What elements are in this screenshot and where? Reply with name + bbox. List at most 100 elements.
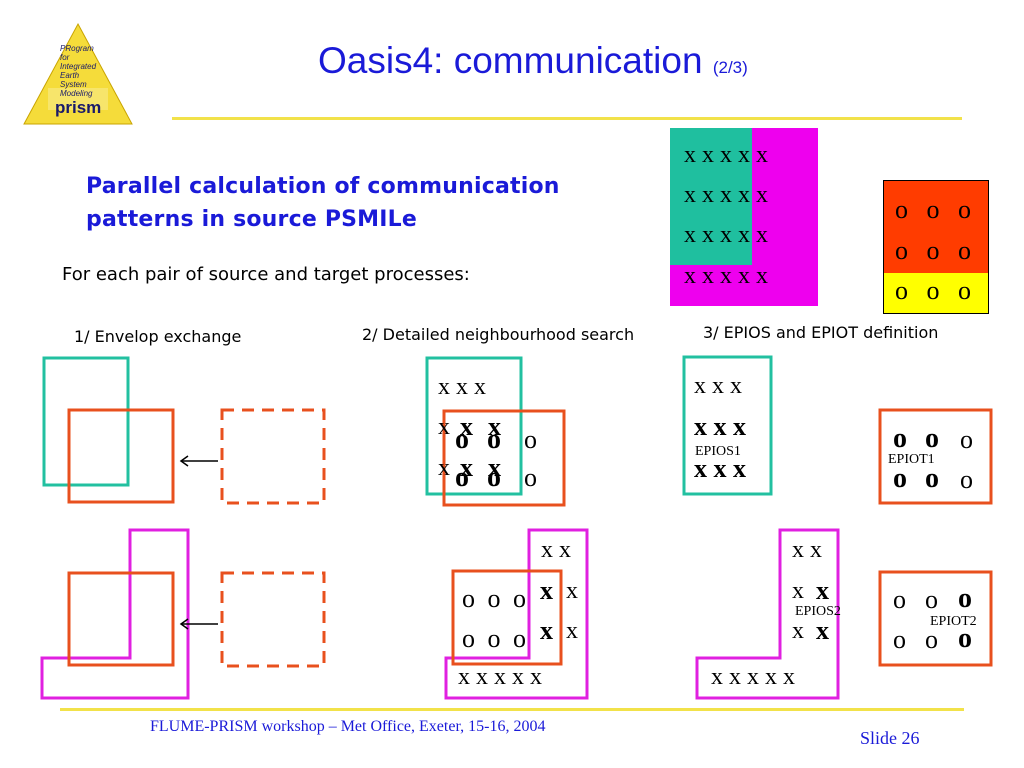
source-grid-teal-region	[670, 128, 752, 265]
epios1-teal-box	[682, 355, 773, 496]
epios1-label: EPIOS1	[695, 444, 741, 459]
source-grid-row: x x x x x	[684, 142, 768, 168]
epios2-label: EPIOS2	[795, 604, 841, 619]
epiot2-o-mark: o	[958, 623, 972, 654]
target-grid-row: o o o	[895, 195, 977, 224]
target-grid: o o o o o o o o o	[883, 180, 989, 314]
source-grid-row: x x x x x	[684, 182, 768, 208]
logo-triangle-graphic	[23, 22, 133, 125]
source-grid: x x x x x x x x x x x x x x x x x x x x	[670, 128, 818, 306]
search-x-mark: x	[566, 578, 578, 604]
logo-line: Integrated	[60, 62, 97, 71]
step-2-label: 2/ Detailed neighbourhood search	[362, 325, 635, 344]
envelope-teal-box	[42, 356, 130, 487]
source-grid-magenta-bottom	[670, 265, 818, 306]
logo-line: for	[60, 53, 70, 62]
page-title-suffix: (2/3)	[712, 58, 748, 77]
slide-number: Slide 26	[860, 728, 920, 748]
search-x-mark: x	[540, 616, 553, 645]
epios2-x-row: x x	[792, 537, 822, 563]
search-x-row-2: x x	[541, 537, 571, 563]
search-x-mark: x	[460, 453, 473, 482]
search-o-mark: o	[455, 462, 469, 493]
epiot2-o-mark: o	[925, 585, 938, 614]
search-x-mark: x	[566, 618, 578, 644]
search-teal-box	[425, 356, 523, 496]
search-o-row: o o o	[462, 584, 529, 613]
search-o-row: o o o	[462, 624, 529, 653]
search-o-mark: o	[524, 463, 537, 492]
search-o-mark: o	[487, 424, 501, 455]
epiot1-label: EPIOT1	[888, 452, 935, 467]
envelope-dashed-box	[220, 408, 326, 505]
envelope-dashed-box-2	[220, 571, 326, 668]
logo-name: prism	[55, 98, 102, 117]
epiot1-orange-box	[878, 408, 993, 505]
source-grid-magenta-region	[752, 128, 818, 265]
envelope-orange-box-2	[67, 571, 175, 667]
footer-divider	[60, 708, 964, 711]
logo-line: Modeling	[60, 89, 93, 98]
exchange-arrow-head-2	[179, 618, 189, 630]
epiot1-o-mark: o	[960, 465, 973, 494]
logo-line: PRogram	[60, 44, 94, 53]
epios1-x-row-bold: x x x	[694, 412, 746, 441]
epiot2-label: EPIOT2	[930, 614, 977, 629]
logo-line: System	[60, 80, 87, 89]
search-magenta-lshape	[444, 528, 589, 700]
page-title-text: Oasis4: communication	[318, 40, 703, 81]
epios2-magenta-lshape	[695, 528, 840, 700]
search-x-mark: x	[540, 576, 553, 605]
step-1-label: 1/ Envelop exchange	[74, 327, 242, 346]
footer-text: FLUME-PRISM workshop – Met Office, Exete…	[150, 718, 546, 735]
search-o-mark: o	[524, 425, 537, 454]
search-x-mark: x	[488, 453, 501, 482]
epios2-x-mark: x	[792, 618, 804, 644]
subtitle-line: patterns in source PSMILe	[86, 207, 418, 232]
envelope-orange-box	[67, 408, 175, 504]
step-3-label: 3/ EPIOS and EPIOT definition	[703, 323, 939, 342]
target-grid-row: o o o	[895, 276, 977, 305]
page-title: Oasis4: communication (2/3)	[318, 40, 748, 82]
epiot2-o-mark: o	[925, 625, 938, 654]
search-x-row: x x x	[438, 374, 486, 400]
search-x-mark: x	[438, 414, 450, 440]
logo-line: Earth	[60, 71, 80, 80]
source-grid-row: x x x x x	[684, 263, 768, 289]
epiot2-o-mark: o	[958, 583, 972, 614]
search-o-mark: o	[455, 424, 469, 455]
epios2-x-row-bottom: x x x x x	[711, 664, 795, 690]
epiot1-o-mark: o	[960, 425, 973, 454]
search-x-mark: x	[438, 455, 450, 481]
epios2-x-mark: x	[816, 576, 829, 605]
logo-text: PRogram for Integrated Earth System Mode…	[60, 44, 96, 98]
epios1-x-row: x x x	[694, 373, 742, 399]
epiot1-o-mark: o	[925, 423, 939, 454]
epios2-x-mark: x	[792, 578, 804, 604]
epiot2-o-mark: o	[893, 585, 906, 614]
title-divider	[172, 117, 962, 120]
epiot2-o-mark: o	[893, 625, 906, 654]
search-x-mark: x	[460, 412, 473, 441]
search-orange-box	[442, 409, 566, 507]
target-grid-red-region	[884, 181, 988, 273]
epiot1-o-mark: o	[925, 463, 939, 494]
epios2-x-mark: x	[816, 616, 829, 645]
search-orange-box-2	[451, 569, 563, 666]
source-grid-row: x x x x x	[684, 222, 768, 248]
epios1-x-row-bold: x x x	[694, 454, 746, 483]
intro-text: For each pair of source and target proce…	[62, 264, 470, 285]
search-x-row-3: x x x x x	[458, 664, 542, 690]
target-grid-yellow-region	[884, 273, 988, 313]
epiot1-o-mark: o	[893, 423, 907, 454]
exchange-arrow-head	[179, 455, 189, 467]
search-x-mark: x	[488, 412, 501, 441]
target-grid-row: o o o	[895, 236, 977, 265]
envelope-magenta-lshape	[40, 528, 190, 700]
subtitle-line: Parallel calculation of communication	[86, 174, 560, 199]
epiot1-o-mark: o	[893, 463, 907, 494]
epiot2-orange-box	[878, 570, 993, 667]
search-o-mark: o	[487, 462, 501, 493]
subtitle: Parallel calculation of communication pa…	[86, 170, 560, 236]
